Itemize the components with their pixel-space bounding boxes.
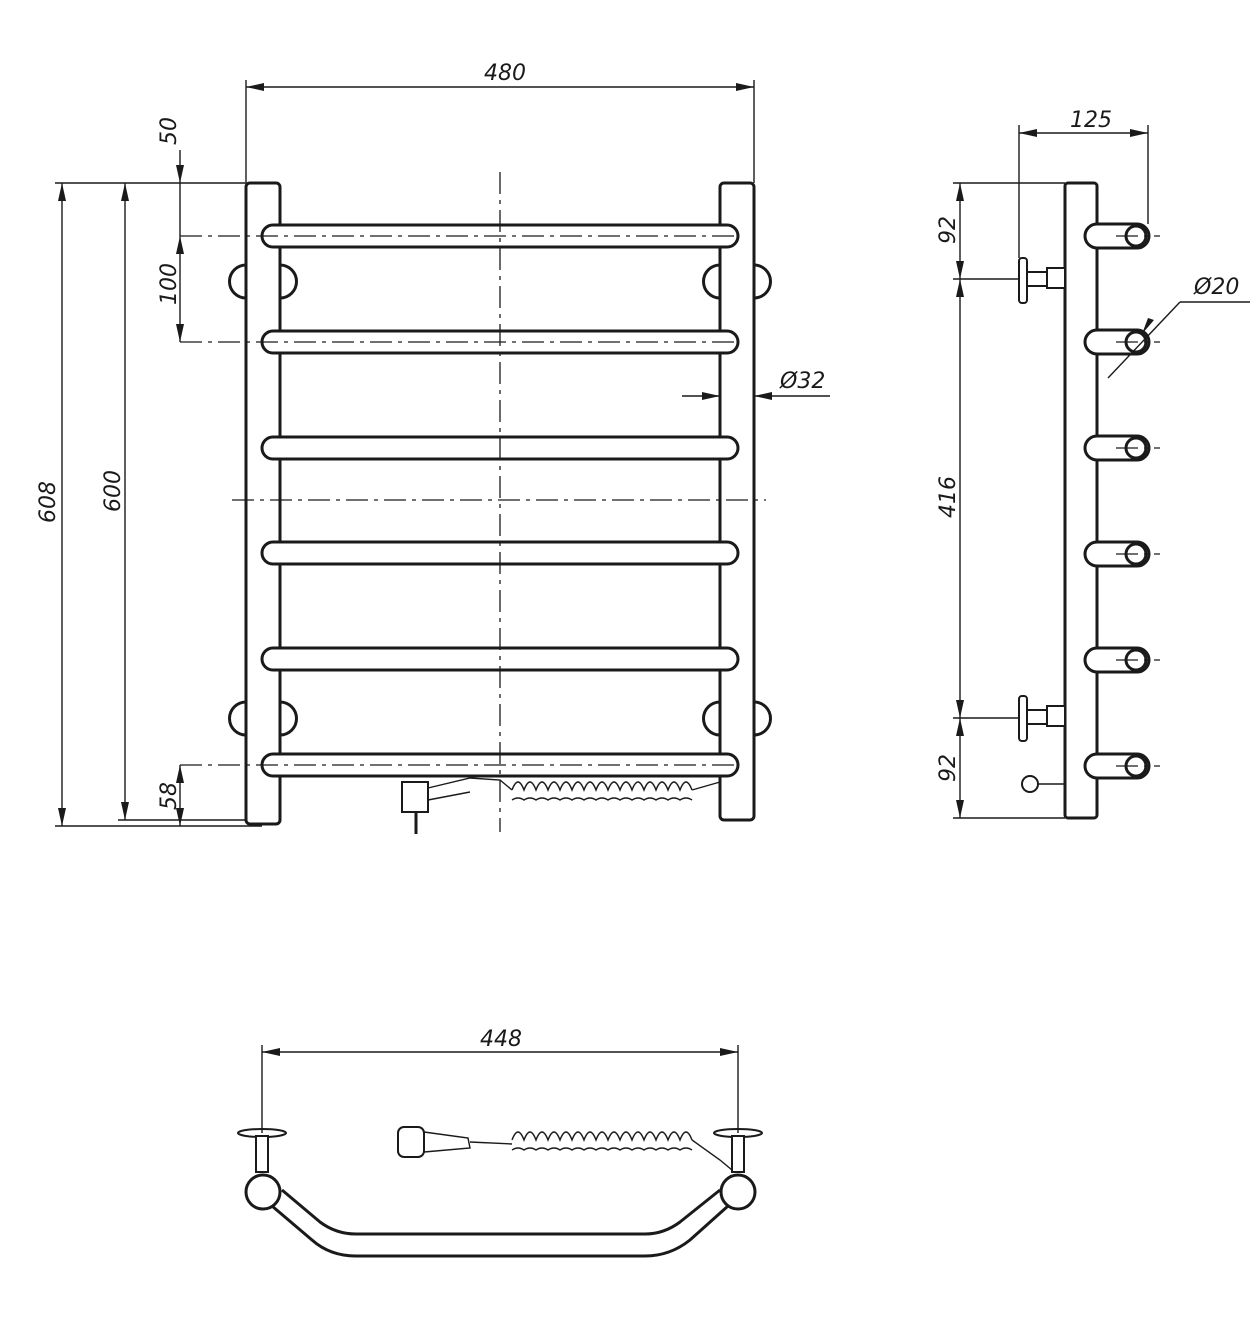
plan-mount-right: [713, 1128, 763, 1211]
width-dimension-label: 480: [484, 61, 526, 86]
cable-grommet: [1021, 775, 1039, 793]
axis-height-dimension-label: 600: [101, 470, 126, 512]
plan-mount-left: [237, 1128, 287, 1211]
side-view: 125 92 416 92 Ø20: [936, 108, 1250, 820]
mount-spacing-dimension-label: 448: [480, 1027, 522, 1052]
bottom-offset-dimension-label: 58: [157, 782, 182, 810]
plug-housing: [401, 781, 429, 813]
top-offset-dimension-label: 50: [157, 117, 182, 145]
plan-bar-inner: [281, 1188, 721, 1236]
bar-diameter-leader: [1107, 301, 1181, 379]
bottom-view: 448: [237, 1027, 763, 1258]
heating-cable: [401, 777, 721, 834]
wall-bracket-top: [1018, 257, 1066, 304]
mount-top-dimension-label: 92: [936, 216, 961, 244]
mount-boss: [279, 700, 298, 737]
plan-heating-cable: [397, 1126, 733, 1171]
mount-boss: [753, 263, 772, 300]
depth-dimension-label: 125: [1070, 108, 1112, 133]
mount-boss: [228, 700, 247, 737]
total-height-dimension-label: 608: [36, 481, 61, 523]
mount-boss: [702, 700, 721, 737]
left-riser-pipe: [244, 181, 282, 826]
front-view: 480 608 600 50 100 58 Ø32: [36, 61, 830, 834]
mount-boss: [702, 263, 721, 300]
bar-diameter-label: Ø20: [1193, 275, 1239, 300]
mount-bottom-dimension-label: 92: [936, 754, 961, 782]
wall-bracket-bottom: [1018, 695, 1066, 742]
mount-boss: [228, 263, 247, 300]
mount-boss: [753, 700, 772, 737]
bar-spacing-dimension-label: 100: [157, 263, 182, 305]
pipe-diameter-label: Ø32: [779, 369, 825, 394]
plan-bar-outer: [271, 1204, 730, 1258]
side-riser-pipe: [1063, 181, 1099, 820]
mount-boss: [279, 263, 298, 300]
right-riser-pipe: [718, 181, 756, 822]
mount-between-dimension-label: 416: [936, 476, 961, 518]
